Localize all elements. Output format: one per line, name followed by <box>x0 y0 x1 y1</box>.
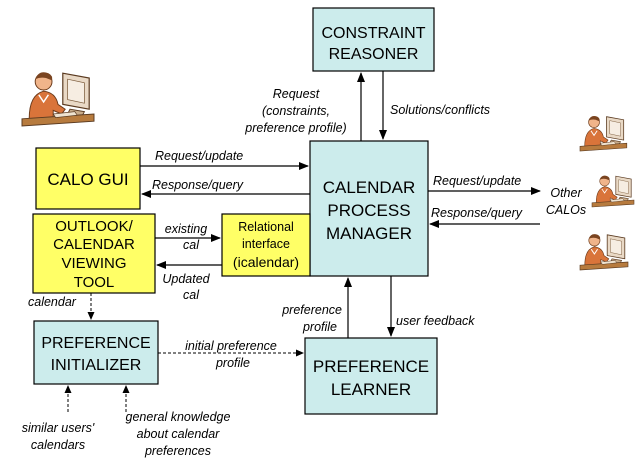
label-preference-profile-line2: profile <box>302 320 337 334</box>
pref-init-line1: PREFERENCE <box>41 335 150 352</box>
cpm-line3: MANAGER <box>326 224 412 243</box>
outlook-line1: OUTLOOK/ <box>55 218 133 235</box>
label-similar-users-line2: calendars <box>31 438 85 452</box>
label-existing-cal-line1: existing <box>165 222 207 236</box>
label-initial-pref-line1: initial preference <box>185 339 277 353</box>
label-general-knowledge-line1: general knowledge <box>126 410 231 424</box>
label-preference-profile-line1: preference <box>281 303 342 317</box>
person-at-computer-icon <box>21 71 95 127</box>
calo-gui-label: CALO GUI <box>47 170 128 189</box>
calendar-process-manager-box <box>309 140 429 277</box>
label-updated-cal-line2: cal <box>183 288 200 302</box>
constraint-reasoner-line2: REASONER <box>329 46 419 63</box>
outlook-line3: VIEWING <box>61 255 126 272</box>
label-initial-pref-line2: profile <box>215 356 250 370</box>
preference-learner-box <box>304 337 438 415</box>
label-general-knowledge-line3: preferences <box>144 444 211 458</box>
pref-init-line2: INITIALIZER <box>51 357 142 374</box>
label-existing-cal-line2: cal <box>183 238 200 252</box>
label-other-calos-line2: CALOs <box>546 203 586 217</box>
cpm-line2: PROCESS <box>327 201 410 220</box>
label-gui-request-update: Request/update <box>155 149 243 163</box>
person-at-computer-icon <box>579 233 629 271</box>
pref-learner-line2: LEARNER <box>331 380 411 399</box>
relational-line2: interface <box>242 237 290 251</box>
constraint-reasoner-line1: CONSTRAINT <box>322 25 426 42</box>
label-user-feedback: user feedback <box>396 314 475 328</box>
person-at-computer-icon <box>591 175 635 208</box>
label-request-line2: (constraints, <box>262 104 330 118</box>
cpm-line1: CALENDAR <box>323 178 416 197</box>
person-at-computer-icon <box>579 115 628 152</box>
label-similar-users-line1: similar users' <box>22 421 95 435</box>
label-other-calos-line1: Other <box>550 186 582 200</box>
relational-line1: Relational <box>238 220 294 234</box>
pref-learner-line1: PREFERENCE <box>313 357 429 376</box>
label-solutions-conflicts: Solutions/conflicts <box>390 103 490 117</box>
relational-line3: (icalendar) <box>233 254 299 270</box>
preference-initializer-box <box>33 320 159 385</box>
label-calo-response-query: Response/query <box>431 206 523 220</box>
calo-gui-box <box>35 147 141 210</box>
label-calo-request-update: Request/update <box>433 174 521 188</box>
outlook-line2: CALENDAR <box>53 236 135 253</box>
label-request-line3: preference profile) <box>244 121 346 135</box>
constraint-reasoner-box <box>312 7 435 72</box>
outlook-calendar-viewing-tool-box <box>32 213 156 294</box>
label-general-knowledge-line2: about calendar <box>137 427 221 441</box>
label-gui-response-query: Response/query <box>152 178 244 192</box>
outlook-line4: TOOL <box>74 274 115 291</box>
label-calendar: calendar <box>28 295 77 309</box>
relational-interface-box <box>221 213 311 277</box>
label-updated-cal-line1: Updated <box>162 272 210 286</box>
label-request-line1: Request <box>273 87 320 101</box>
